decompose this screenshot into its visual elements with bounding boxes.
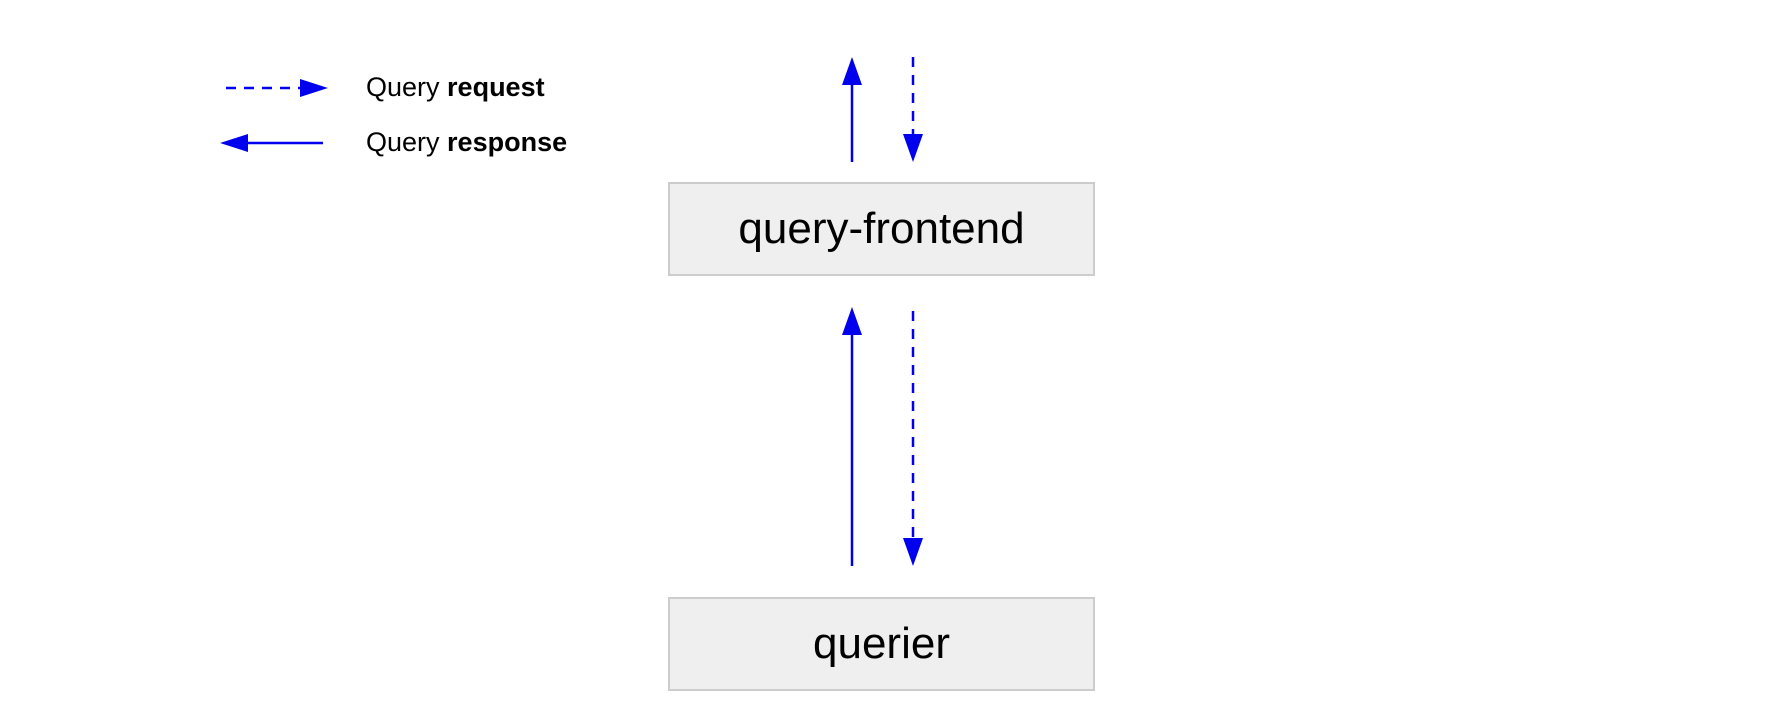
frontend-request-arrow-down [903, 57, 923, 162]
legend-request-prefix: Query [366, 72, 440, 102]
querier-response-arrow-up [842, 307, 862, 566]
legend-response-label: Query response [366, 129, 567, 156]
legend-request-label: Query request [366, 74, 545, 101]
query-frontend-label: query-frontend [738, 204, 1025, 253]
legend-request-arrow-icon [226, 79, 328, 97]
querier-request-arrow-down [903, 311, 923, 566]
legend-request-emphasis: request [447, 72, 545, 102]
querier-label: querier [813, 619, 950, 668]
querier-node: querier [668, 597, 1095, 691]
query-frontend-node: query-frontend [668, 182, 1095, 276]
legend-response-arrow-icon [220, 134, 323, 152]
legend-response-emphasis: response [447, 127, 568, 157]
legend-response-prefix: Query [366, 127, 440, 157]
frontend-response-arrow-up [842, 57, 862, 162]
